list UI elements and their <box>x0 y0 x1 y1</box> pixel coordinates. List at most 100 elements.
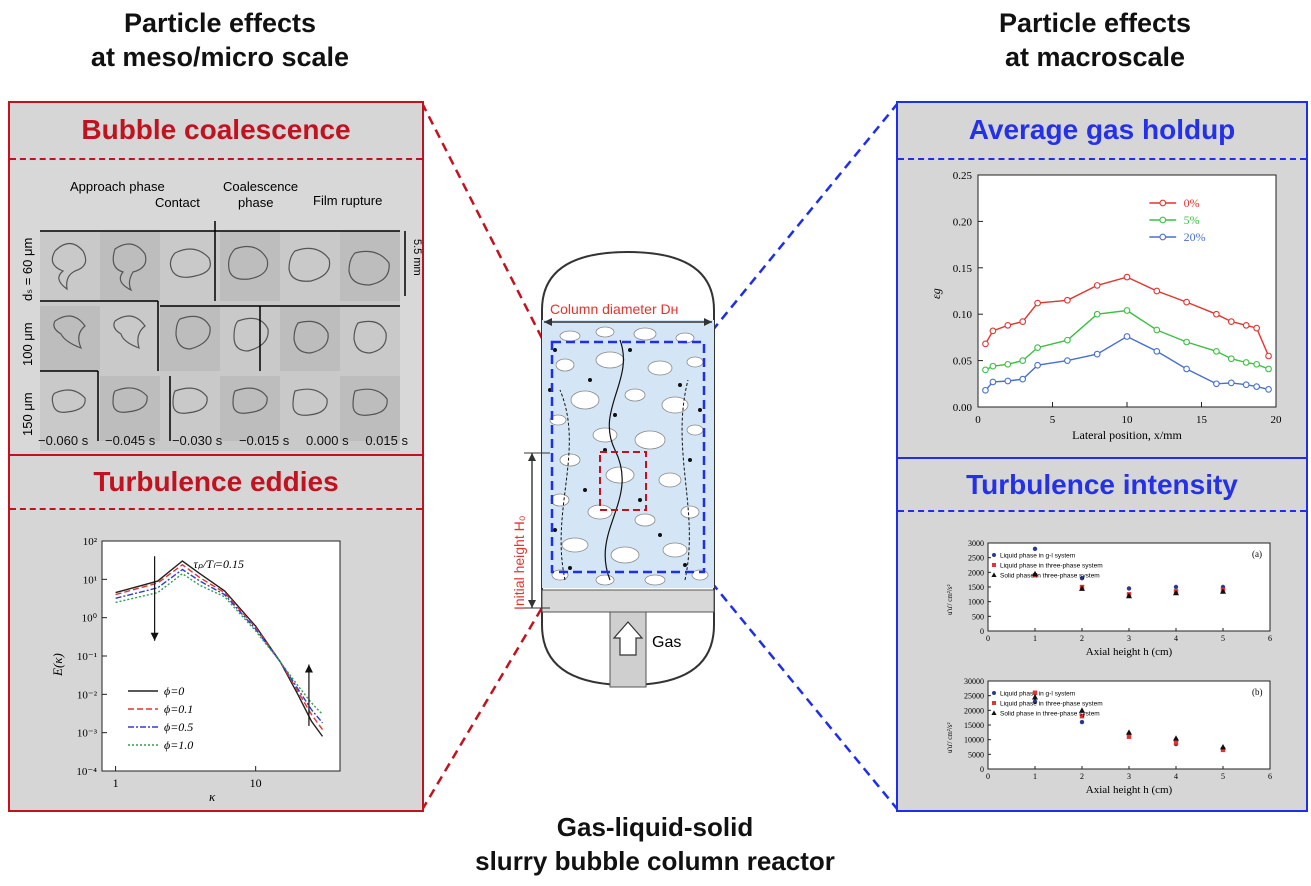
bubble-coalescence-sequence: Approach phase Contact Coalescence phase… <box>10 161 422 451</box>
label-approach-phase: Approach phase <box>70 179 165 194</box>
x-tick-label: 6 <box>1268 634 1272 643</box>
data-point <box>1064 296 1071 304</box>
data-point <box>1034 361 1041 369</box>
data-point <box>1227 355 1235 363</box>
legend-label: Solid phase in three-phase system <box>1000 573 1100 580</box>
panel-label: (a) <box>1252 549 1262 559</box>
legend-marker <box>1159 233 1167 241</box>
x-axis-label: Axial height h (cm) <box>1086 784 1173 796</box>
y-tick-label: 15000 <box>964 721 984 730</box>
data-point <box>1173 589 1179 596</box>
label-scale: 5.5 mm <box>411 239 422 276</box>
particle-trajectory <box>559 389 570 581</box>
legend-label: ϕ=0.1 <box>164 702 193 716</box>
data-point <box>1242 359 1250 366</box>
row-label-60: dₛ = 60 μm <box>20 238 35 301</box>
x-tick-label: 3 <box>1127 772 1131 781</box>
y-tick-label: 3000 <box>968 539 984 548</box>
y-tick-label: 2500 <box>968 554 984 563</box>
data-point <box>1253 324 1260 332</box>
legend-marker <box>991 710 997 715</box>
data-point <box>1079 576 1085 581</box>
legend-label: Liquid phase in three-phase system <box>1000 701 1103 708</box>
connector-red-top <box>420 102 602 453</box>
left-heading-line-2: at meso/micro scale <box>90 42 350 72</box>
y-tick-label: 0.15 <box>953 263 973 275</box>
y-tick-label: 0.00 <box>953 402 973 414</box>
legend-label: Liquid phase in g-l system <box>1000 553 1075 560</box>
legend-marker <box>992 553 996 557</box>
y-tick-label: 10² <box>83 536 98 548</box>
data-point <box>1004 360 1012 368</box>
data-point <box>1004 377 1012 385</box>
annotation: τₚ/Tₗ=0.15 <box>194 557 245 571</box>
x-tick-label: 0 <box>975 414 981 426</box>
y-axis-label: E(κ) <box>50 653 65 677</box>
plot-area <box>101 540 341 772</box>
data-point <box>1064 336 1071 344</box>
x-tick-label: 6 <box>1268 772 1272 781</box>
height-label: Initial height H₀ <box>511 515 527 610</box>
legend-marker <box>1159 216 1167 224</box>
left-heading: Particle effects at meso/micro scale <box>30 6 410 74</box>
time-label: −0.045 s <box>104 433 156 448</box>
data-point <box>1153 326 1161 334</box>
x-tick-label: 2 <box>1080 772 1084 781</box>
y-axis-label: εg <box>929 288 943 299</box>
legend-marker <box>992 563 996 567</box>
data-point <box>1213 310 1220 318</box>
time-label: −0.015 s <box>238 433 290 448</box>
y-axis-label: u'u'/ cm²/s² <box>946 584 954 615</box>
right-heading-line-1: Particle effects <box>998 8 1192 38</box>
connector-blue-bottom <box>702 571 899 811</box>
data-point <box>1213 347 1220 355</box>
legend-label: ϕ=0.5 <box>164 720 193 734</box>
gas-distributor <box>541 589 715 613</box>
data-point <box>1183 365 1190 373</box>
bubble-coalescence-separator <box>10 158 422 160</box>
data-point <box>1213 380 1220 388</box>
gas-label: Gas <box>652 634 681 651</box>
data-point <box>1242 321 1250 329</box>
data-point <box>1126 734 1132 739</box>
x-axis-label: Lateral position, x/mm <box>1072 428 1182 442</box>
data-point <box>1019 318 1027 325</box>
data-point <box>1253 383 1260 390</box>
particle-trajectory <box>681 379 690 581</box>
data-point <box>1265 365 1272 373</box>
panel-label: (b) <box>1252 687 1263 697</box>
gas-holdup-title: Average gas holdup <box>968 114 1236 145</box>
x-tick-label: 4 <box>1174 772 1178 781</box>
y-tick-label: 10¹ <box>83 574 97 586</box>
y-tick-label: 1000 <box>968 598 984 607</box>
mesoscale-box <box>599 451 647 511</box>
legend-marker <box>991 572 997 577</box>
legend-label: Liquid phase in three-phase system <box>1000 563 1103 570</box>
data-point <box>1079 714 1085 719</box>
macroscale-box <box>550 340 706 574</box>
time-label: 0.000 s <box>305 433 349 448</box>
data-point <box>1183 338 1190 346</box>
x-tick-label: 3 <box>1127 634 1131 643</box>
particle-trajectory <box>604 339 625 581</box>
right-heading: Particle effects at macroscale <box>930 6 1260 74</box>
data-point <box>1173 584 1179 590</box>
x-tick-label: 4 <box>1174 634 1178 643</box>
x-tick-label: 2 <box>1080 634 1084 643</box>
data-point <box>1253 360 1260 368</box>
y-tick-label: 25000 <box>964 692 984 701</box>
turbulence-intensity-chart-b: 0015000210000315000420000525000630000Axi… <box>946 677 1272 796</box>
legend-label: 5% <box>1184 213 1200 227</box>
x-axis-label: κ <box>209 789 216 804</box>
turbulence-intensity-separator <box>898 510 1306 512</box>
y-tick-label: 10⁻¹ <box>77 651 97 663</box>
data-point <box>1173 740 1179 745</box>
data-point <box>982 386 989 394</box>
y-tick-label: 10⁻² <box>77 689 98 701</box>
turbulence-intensity-title: Turbulence intensity <box>966 469 1238 500</box>
gas-arrow-icon <box>612 621 644 656</box>
data-point <box>1032 690 1038 695</box>
data-point <box>1093 282 1101 289</box>
y-tick-label: 0.20 <box>953 216 973 228</box>
label-contact: Contact <box>155 195 200 210</box>
